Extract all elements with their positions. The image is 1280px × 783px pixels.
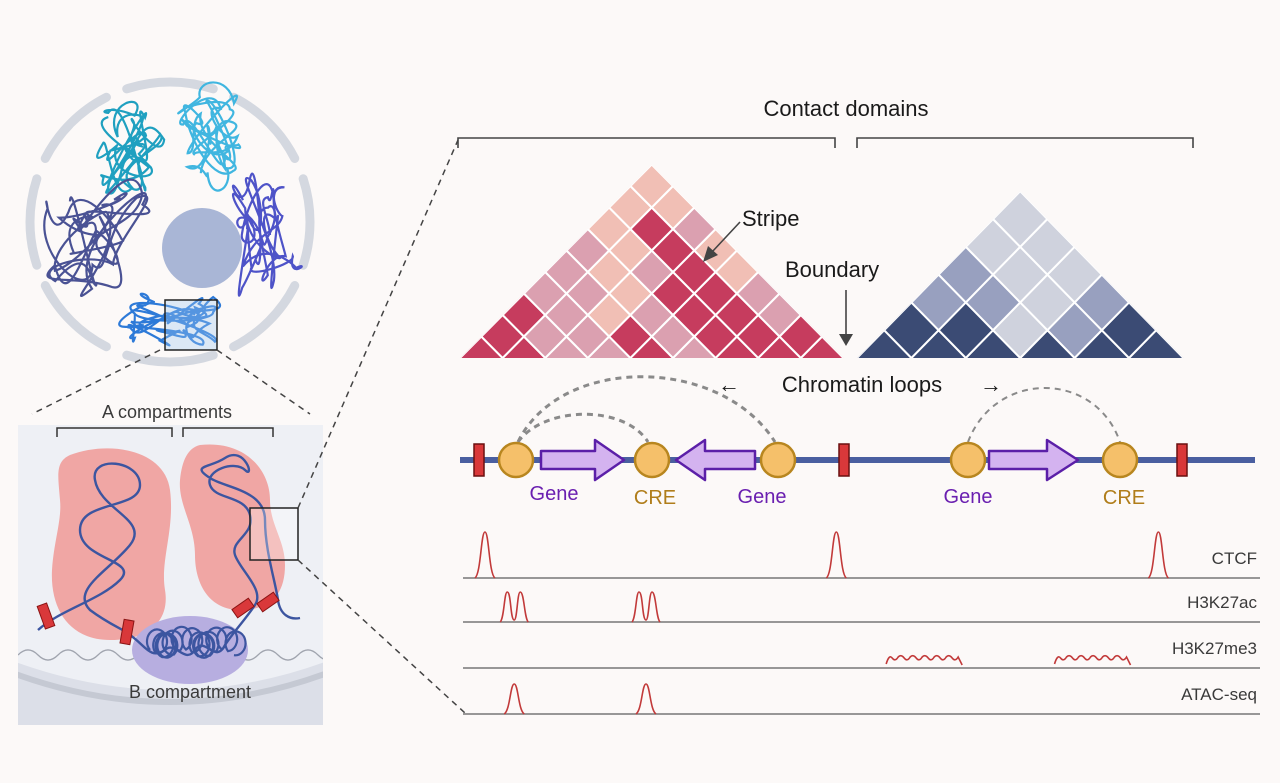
regulatory-element (633, 441, 671, 479)
b-compartment-label: B compartment (129, 682, 251, 702)
gene-label: Gene (530, 483, 579, 505)
chromosome-territory (43, 178, 151, 297)
signal-peak (474, 531, 496, 579)
gene-label: Gene (738, 486, 787, 508)
ctcf-site (119, 618, 135, 646)
genomic-locus: Gene CRE Gene Gene CRE (460, 438, 1255, 509)
signal-peak (503, 683, 525, 715)
chromatin-loops: ← Chromatin loops → (516, 372, 1121, 443)
regulatory-element (759, 441, 797, 479)
stripe-arrow-line (711, 221, 741, 253)
contact-domains: Contact domains Stripe Boundary (457, 96, 1194, 358)
contact-domain-left (460, 164, 844, 358)
nuclear-pore-segment (298, 174, 315, 270)
signal-peak (631, 591, 661, 623)
signal-peak (885, 654, 963, 666)
b-compartment-coil-path (145, 625, 247, 659)
contact-domains-title: Contact domains (763, 96, 928, 121)
zoom-line-bottom (297, 559, 466, 714)
signal-peak (1147, 531, 1170, 579)
nuclear-pore-segment (229, 92, 300, 163)
nuclear-pore-segment (40, 92, 111, 163)
a-compartment-right (179, 444, 285, 610)
nucleus (25, 77, 315, 367)
regulatory-element (1101, 441, 1139, 479)
ctcf-site (838, 443, 850, 477)
gene-arrow-forward (987, 438, 1080, 482)
zoom-line-top (297, 139, 459, 509)
gene-arrow-reverse (674, 438, 757, 482)
chromosome-territory (231, 172, 303, 297)
compartment-panel: A compartments B compartment (18, 402, 323, 725)
stripe-arrow-head (703, 246, 718, 262)
chromosome-territories (43, 81, 303, 347)
ctcf-site (36, 602, 56, 630)
domain-bracket-left (457, 137, 836, 148)
regulatory-element (497, 441, 535, 479)
nucleolus (162, 208, 242, 288)
gene-arrow-forward (539, 438, 626, 482)
signal-peak (1053, 654, 1132, 666)
ctcf-site (256, 591, 280, 613)
regulatory-element (949, 441, 987, 479)
loops-left-arrow: ← (718, 372, 740, 397)
nucleus-zoom-box (164, 299, 218, 351)
nuclear-pore-segment (25, 174, 42, 270)
gene-label: Gene (944, 486, 993, 508)
loops-right-arrow: → (980, 372, 1002, 397)
nuclear-pore-segment (40, 281, 111, 352)
lamina-band (18, 671, 323, 705)
zoom-line-left (31, 349, 161, 415)
a-compartment-left (51, 448, 172, 640)
signal-peak (825, 531, 847, 579)
loop-arc-right (967, 387, 1121, 443)
contact-domain-right (857, 191, 1184, 358)
nuclear-pore-segment (229, 281, 300, 352)
boundary-label: Boundary (785, 257, 879, 282)
stripe-label: Stripe (742, 206, 799, 231)
signal-peak (635, 683, 657, 715)
nuclear-pore-segment (122, 77, 218, 94)
boundary-arrow-head (839, 334, 853, 346)
track-label-h3k27ac: H3K27ac (1187, 593, 1257, 612)
a-compartment-bracket-right (182, 427, 274, 437)
compartment-zoom-box (249, 507, 299, 561)
loop-arc-short (516, 412, 650, 443)
zoom-line-right (216, 349, 311, 415)
track-label-ctcf: CTCF (1212, 549, 1257, 568)
cre-label: CRE (1103, 487, 1145, 509)
nuclear-envelope (25, 77, 315, 367)
track-label-h3k27me3: H3K27me3 (1172, 639, 1257, 658)
nuclear-lamina (18, 662, 323, 725)
domain-bracket-right (856, 137, 1194, 148)
b-compartment-coil (145, 625, 247, 659)
chromosome-territory (96, 100, 166, 195)
track-label-atac-seq: ATAC-seq (1181, 685, 1257, 704)
loop-arc-long (516, 375, 777, 443)
chromosome-territory (118, 292, 222, 347)
ctcf-site (1176, 443, 1188, 477)
ctcf-site (231, 597, 255, 619)
chromatin-loops-label: Chromatin loops (782, 372, 942, 397)
a-compartment-bracket-left (56, 427, 173, 437)
chromosome-territory (177, 81, 242, 192)
a-compartments-label: A compartments (102, 402, 232, 422)
signal-peak (499, 591, 529, 623)
ctcf-site (473, 443, 485, 477)
nuclear-pore-segment (122, 350, 218, 367)
cre-label: CRE (634, 487, 676, 509)
